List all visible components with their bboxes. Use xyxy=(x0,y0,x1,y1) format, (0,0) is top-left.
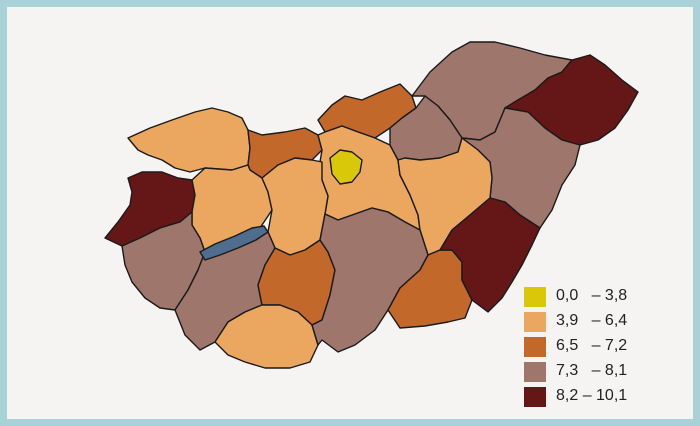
legend-label: 8,2 – 10,1 xyxy=(556,387,628,404)
legend-label: 6,5 – 7,2 xyxy=(556,337,628,354)
map-legend: 0,0 – 3,8 3,9 – 6,4 6,5 – 7,2 7,3 – 8,1 8,2 … xyxy=(524,285,684,410)
region-budapest xyxy=(329,149,363,185)
legend-label: 0,0 – 3,8 xyxy=(556,287,628,304)
legend-swatch xyxy=(524,312,546,332)
legend-swatch xyxy=(524,387,546,407)
legend-swatch xyxy=(524,287,546,307)
lake-balaton xyxy=(199,225,269,261)
legend-item: 7,3 – 8,1 xyxy=(524,360,684,385)
legend-item: 0,0 – 3,8 xyxy=(524,285,684,310)
region-gyor-moson-sopron xyxy=(127,107,251,173)
legend-item: 3,9 – 6,4 xyxy=(524,310,684,335)
legend-swatch xyxy=(524,362,546,382)
region-bekes xyxy=(439,197,541,313)
legend-label: 7,3 – 8,1 xyxy=(556,362,628,379)
legend-label: 3,9 – 6,4 xyxy=(556,312,628,329)
legend-swatch xyxy=(524,337,546,357)
legend-item: 8,2 – 10,1 xyxy=(524,385,684,410)
legend-item: 6,5 – 7,2 xyxy=(524,335,684,360)
